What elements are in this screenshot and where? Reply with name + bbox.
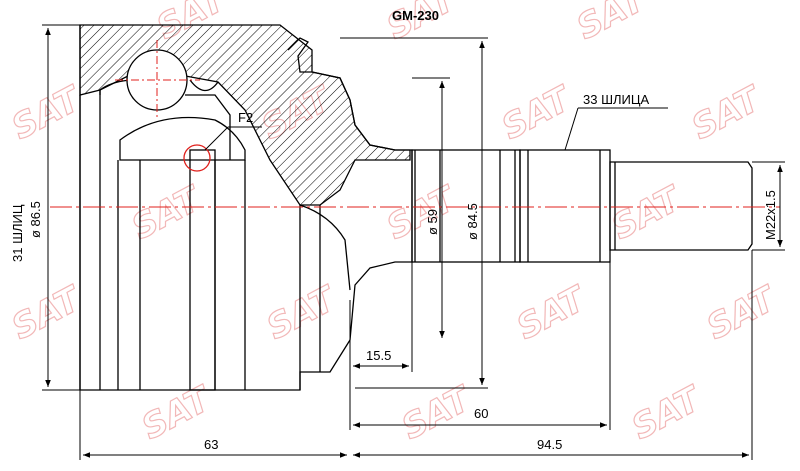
watermark-9: SAT <box>380 178 464 248</box>
splines-leader <box>564 107 579 151</box>
watermark-6: SAT <box>495 78 579 148</box>
f2-detail-circle <box>183 144 211 172</box>
ball-socket <box>185 94 231 160</box>
splines-inner-label: 31 ШЛИЦ <box>10 204 25 262</box>
dim-63-label: 63 <box>204 437 218 452</box>
spline-block <box>189 149 216 391</box>
ball-right <box>189 79 219 92</box>
f2-leader <box>204 126 229 151</box>
watermark-8: SAT <box>125 178 209 248</box>
dim-60-label: 60 <box>474 406 488 421</box>
watermark-3: SAT <box>570 0 654 48</box>
watermark-7: SAT <box>685 78 769 148</box>
watermark-4: SAT <box>5 78 89 148</box>
watermark-11: SAT <box>5 278 89 348</box>
watermark-14: SAT <box>700 278 784 348</box>
dimensions <box>42 24 785 460</box>
dim-94-5-label: 94.5 <box>537 437 562 452</box>
part-number-title: GM-230 <box>392 8 439 23</box>
dia-59-label: ø 59 <box>425 209 440 235</box>
f2-label: F2 <box>238 110 253 125</box>
housing-groove <box>287 37 312 73</box>
watermark-17: SAT <box>625 378 709 448</box>
dim-15-5-label: 15.5 <box>366 348 391 363</box>
shaft-thread <box>609 161 753 251</box>
dia-outer-label: ø 86.5 <box>28 201 43 238</box>
watermark-13: SAT <box>510 278 594 348</box>
cage-curve <box>119 116 246 161</box>
housing-lower-curve <box>299 204 351 291</box>
inner-profile <box>99 79 131 95</box>
watermark-10: SAT <box>605 178 689 248</box>
thread-label: M22x1.5 <box>763 190 778 240</box>
splines-outer-label: 33 ШЛИЦА <box>583 92 649 107</box>
shaft-spline-section <box>519 149 611 263</box>
joint-housing <box>79 24 413 391</box>
outer-shaft <box>411 149 753 263</box>
watermark-16: SAT <box>395 378 479 448</box>
dia-84-label: ø 84.5 <box>465 203 480 240</box>
watermark-12: SAT <box>260 278 344 348</box>
